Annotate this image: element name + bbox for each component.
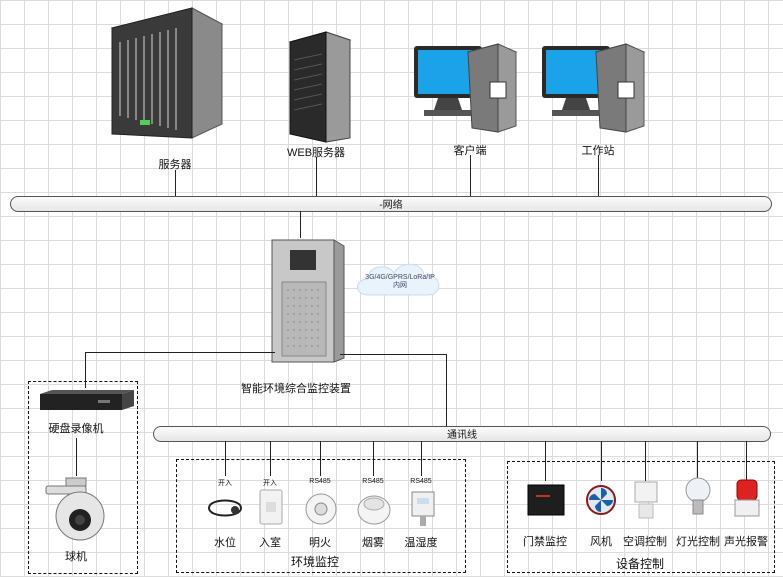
sensor-drop-2 <box>270 441 271 476</box>
temp-humidity-sensor-icon <box>411 491 435 526</box>
water-sensor-tag: 开入 <box>218 480 232 487</box>
fan-label: 风机 <box>590 536 612 548</box>
light-bulb-icon <box>685 477 711 515</box>
temp-humidity-label: 温湿度 <box>404 537 438 549</box>
sensor-drop-5 <box>421 441 422 476</box>
comm-bus: 通讯线 <box>153 426 771 442</box>
dome-camera-icon <box>45 477 105 541</box>
controller-label: 智能环境综合监控装置 <box>241 383 351 395</box>
intrusion-sensor-tag: 开入 <box>263 480 277 487</box>
fan-icon <box>586 485 616 515</box>
client-link <box>470 155 471 196</box>
controller-nvr-line <box>85 352 275 353</box>
alarm-beacon-icon <box>734 479 760 517</box>
sensor-drop-4 <box>373 441 374 476</box>
device-drop-1 <box>545 441 546 481</box>
device-drop-2 <box>601 441 602 481</box>
alarm-label: 声光报警 <box>724 536 768 548</box>
workstation-link <box>598 155 599 196</box>
env-group-title: 环境监控 <box>290 555 340 569</box>
network-bus: -网络 <box>10 196 772 212</box>
access-control-icon <box>527 484 565 516</box>
client-pc-icon <box>414 43 518 133</box>
flame-sensor-icon <box>305 493 337 525</box>
nvr-drop-line <box>85 352 86 388</box>
access-control-label: 门禁监控 <box>523 536 567 548</box>
client-label: 客户端 <box>453 145 487 157</box>
smoke-detector-icon <box>357 495 391 525</box>
env-group-box <box>176 459 466 573</box>
web-server-link <box>316 157 317 196</box>
flame-sensor-tag: RS485 <box>309 478 331 485</box>
flame-label: 明火 <box>309 537 331 549</box>
nvr-label: 硬盘录像机 <box>48 423 104 435</box>
workstation-pc-icon <box>542 43 646 133</box>
ac-control-label: 空调控制 <box>623 536 667 548</box>
wireless-cloud-icon <box>357 263 440 296</box>
light-control-label: 灯光控制 <box>676 536 720 548</box>
video-group-box <box>28 381 138 574</box>
cloud-text: 3G/4G/GPRS/LoRa/IP 内网 <box>365 274 435 289</box>
nvr-icon <box>40 390 134 410</box>
comm-drop-line <box>446 354 447 426</box>
controller-comm-line <box>340 354 446 355</box>
device-drop-4 <box>697 441 698 481</box>
comm-bus-label: 通讯线 <box>447 430 477 441</box>
intrusion-sensor-icon <box>259 489 283 525</box>
server-link <box>175 170 176 196</box>
smoke-label: 烟雾 <box>362 537 384 549</box>
workstation-label: 工作站 <box>581 145 615 157</box>
controller-network-link <box>300 211 301 238</box>
sensor-drop-1 <box>225 441 226 476</box>
network-bus-label: -网络 <box>379 200 403 211</box>
water-level-sensor-icon <box>208 499 243 517</box>
intrusion-label: 入室 <box>259 537 281 549</box>
ac-controller-icon <box>634 481 658 519</box>
ctrl-group-title: 设备控制 <box>615 557 665 571</box>
server-label: 服务器 <box>158 159 192 171</box>
temp-humidity-sensor-tag: RS485 <box>410 478 432 485</box>
ctrl-group-box <box>507 461 775 573</box>
web-server-label: WEB服务器 <box>286 147 346 159</box>
smoke-sensor-tag: RS485 <box>362 478 384 485</box>
water-level-label: 水位 <box>214 537 236 549</box>
rack-server-icon <box>110 7 224 139</box>
device-drop-3 <box>645 441 646 481</box>
sensor-drop-3 <box>320 441 321 476</box>
dome-camera-label: 球机 <box>65 551 87 563</box>
controller-cabinet-icon <box>271 239 345 363</box>
camera-link <box>76 438 77 476</box>
device-drop-5 <box>746 441 747 481</box>
web-server-icon <box>288 31 352 143</box>
